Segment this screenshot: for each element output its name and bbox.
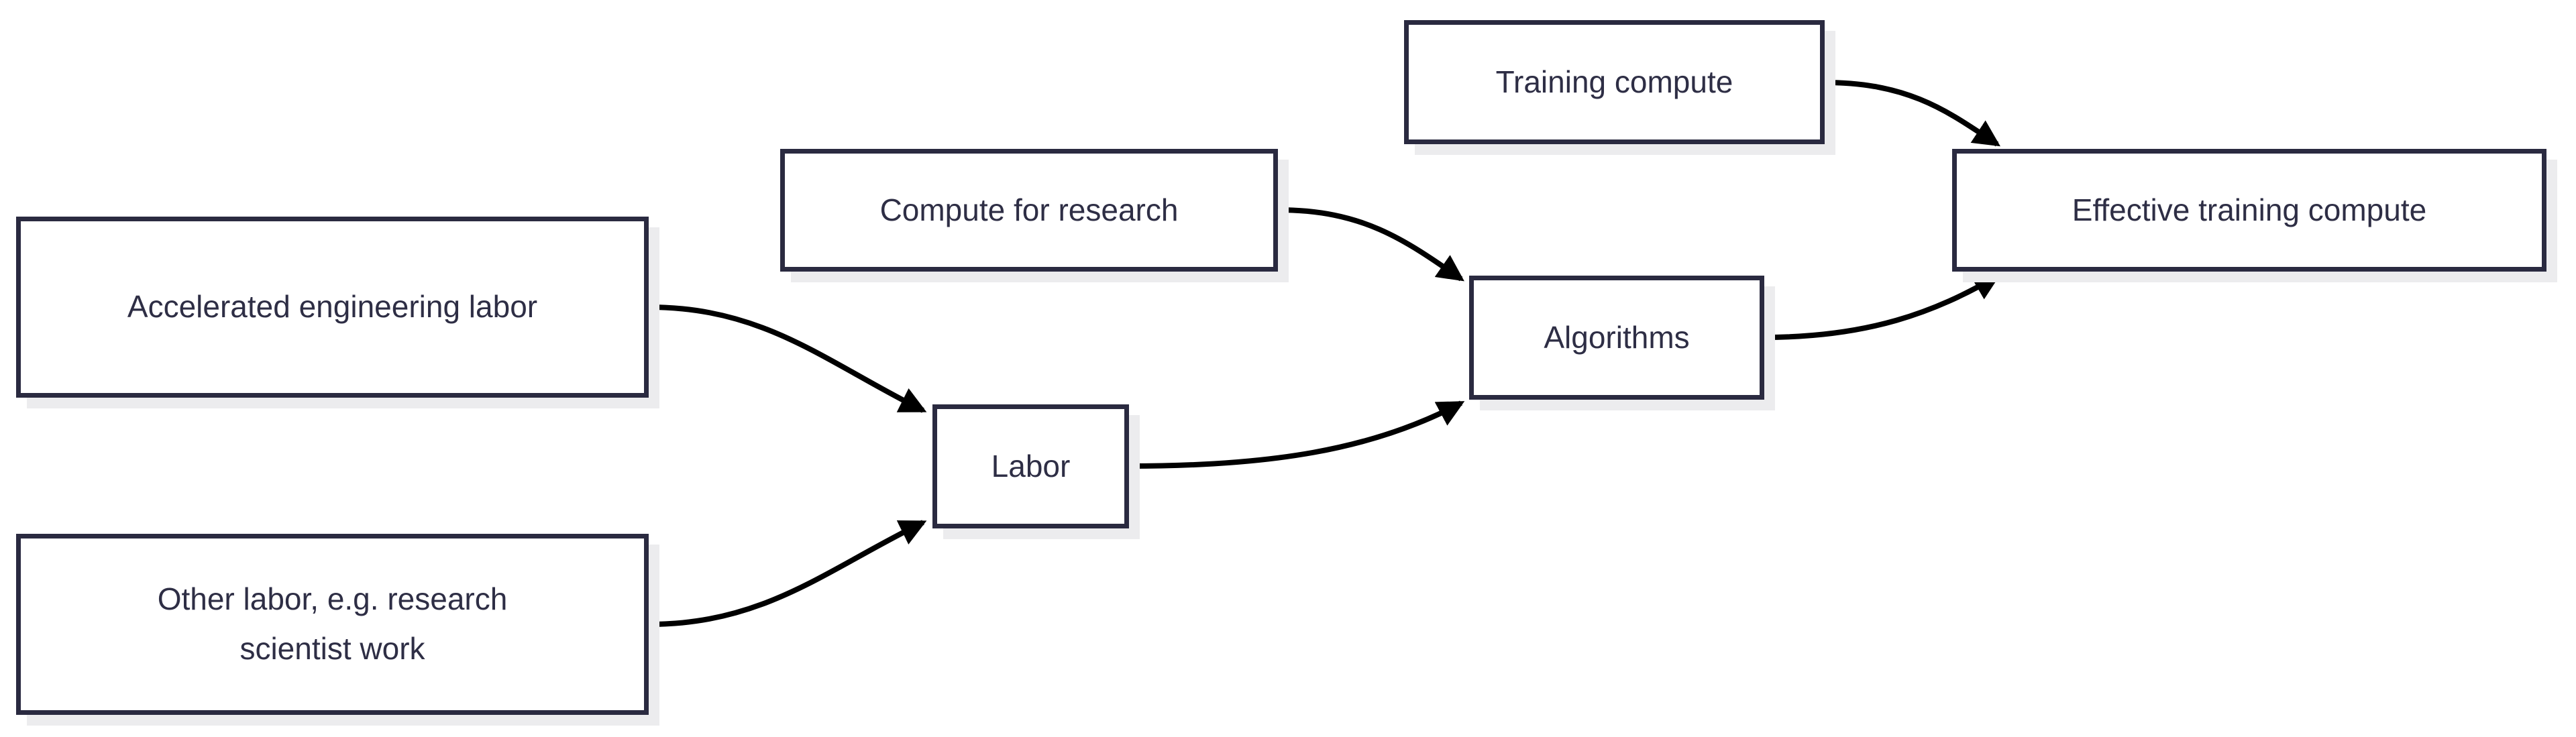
- node-label: Effective training compute: [2072, 192, 2427, 227]
- edge-algorithms-to-effective-training-compute: [1764, 274, 2001, 340]
- edge-accelerated-engineering-labor-to-labor: [648, 304, 927, 413]
- node-label: Labor: [991, 448, 1071, 484]
- node-training-compute: Training compute: [1404, 20, 1825, 144]
- node-label: Compute for research: [879, 192, 1179, 227]
- node-algorithms: Algorithms: [1469, 276, 1764, 400]
- edge-labor-to-algorithms: [1128, 400, 1465, 469]
- node-label: Accelerated engineering labor: [127, 289, 538, 325]
- edge-training-compute-to-effective-training-compute: [1824, 80, 2001, 147]
- node-label: Algorithms: [1544, 319, 1690, 355]
- edge-compute-for-research-to-algorithms: [1277, 207, 1464, 282]
- node-labor: Labor: [932, 404, 1129, 528]
- edge-other-labor-to-labor: [648, 520, 927, 627]
- node-effective-training-compute: Effective training compute: [1952, 149, 2546, 272]
- node-label: Training compute: [1495, 64, 1733, 99]
- node-other-labor: Other labor, e.g. research scientist wor…: [16, 534, 649, 715]
- node-accelerated-engineering-labor: Accelerated engineering labor: [16, 217, 649, 398]
- node-compute-for-research: Compute for research: [780, 149, 1278, 272]
- node-label: Other labor, e.g. research scientist wor…: [157, 581, 508, 666]
